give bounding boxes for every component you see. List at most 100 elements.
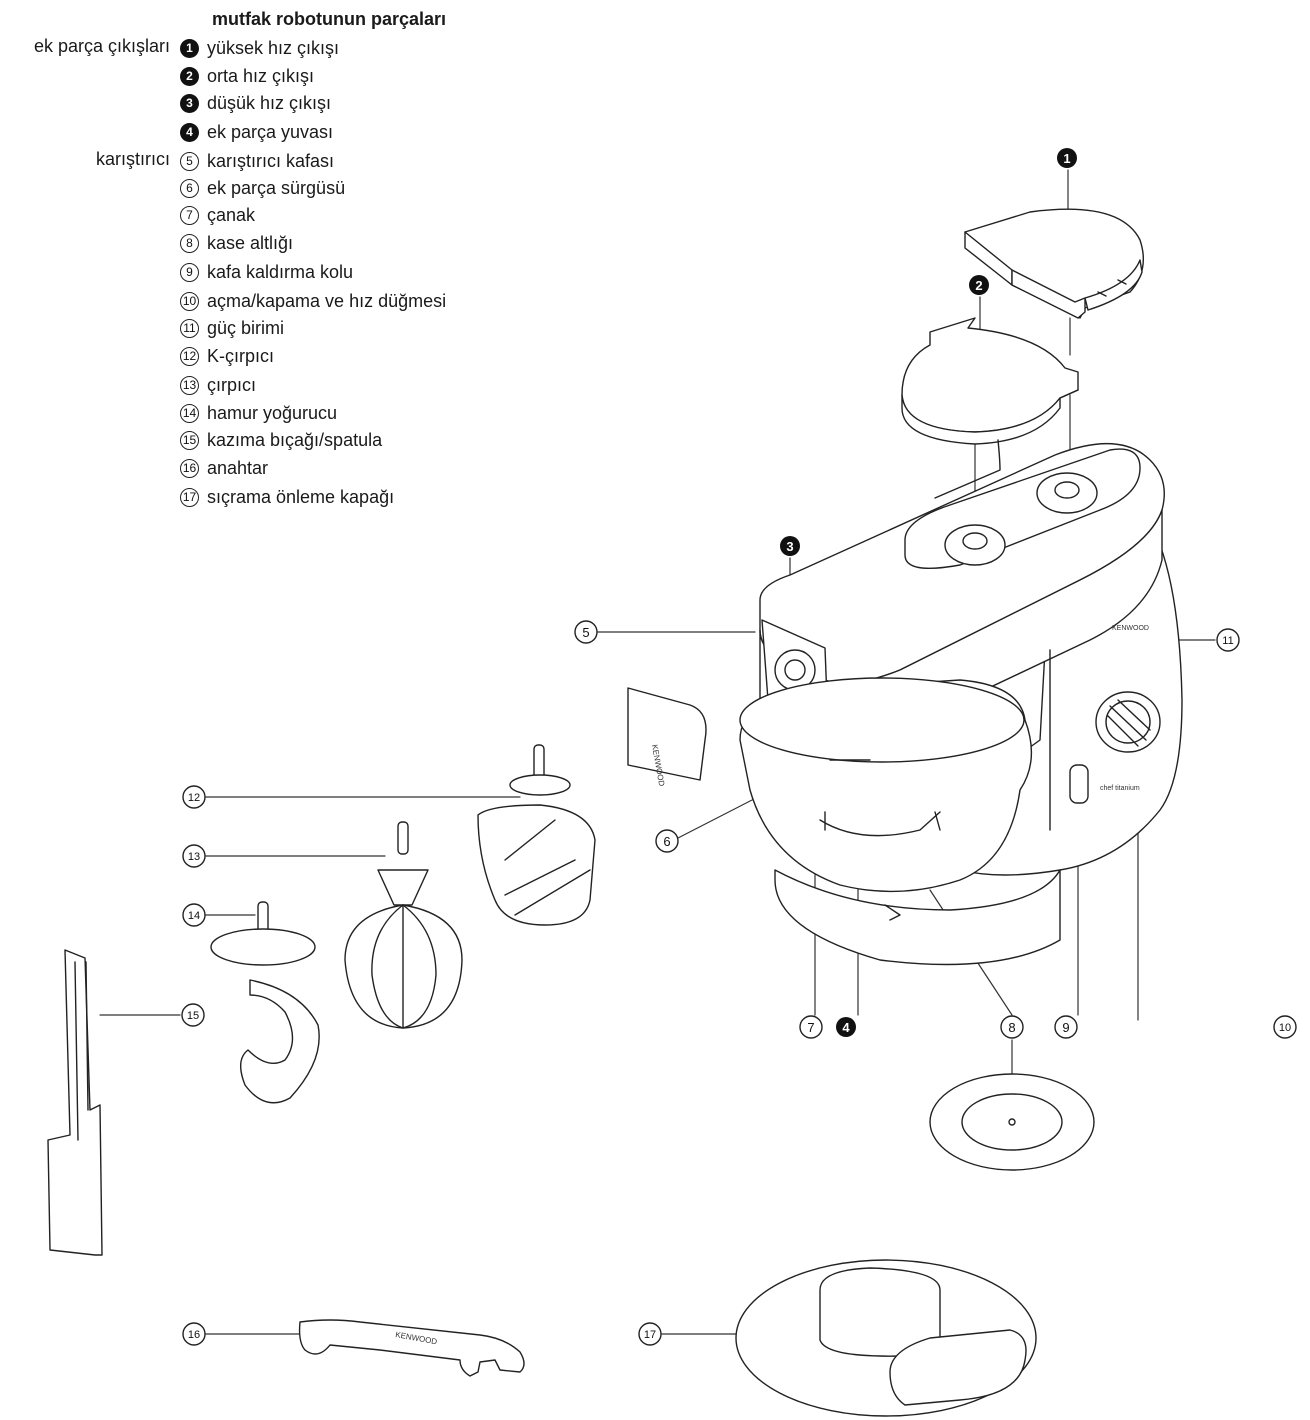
list-item: 5 karıştırıcı kafası [180, 149, 334, 173]
callout-16: 16 [182, 1322, 206, 1346]
part-number-badge: 11 [180, 318, 199, 338]
callout-17: 17 [638, 1322, 662, 1346]
list-item: 15 kazıma bıçağı/spatula [180, 428, 382, 452]
part-label: ek parça yuvası [207, 121, 334, 142]
list-item: 11 güç birimi [180, 316, 284, 340]
part-label: orta hız çıkışı [207, 65, 315, 86]
list-item: 3 düşük hız çıkışı [180, 91, 331, 115]
dial-label-text: chef titanium [1100, 785, 1140, 792]
part-label: kazıma bıçağı/spatula [207, 429, 383, 450]
part-number-badge: 6 [180, 178, 199, 198]
list-item: 14 hamur yoğurucu [180, 401, 337, 425]
svg-text:13: 13 [188, 851, 200, 863]
diagram-title: mutfak robotunun parçaları [212, 9, 447, 29]
part-label: anahtar [207, 457, 269, 478]
callout-11: 11 [1216, 628, 1240, 652]
svg-text:8: 8 [1008, 1020, 1015, 1035]
part-number-badge: 14 [180, 403, 199, 423]
svg-text:16: 16 [188, 1329, 200, 1341]
part-number-badge: 17 [180, 487, 199, 507]
callout-15: 15 [181, 1003, 205, 1027]
part-number-badge: 9 [180, 262, 199, 282]
svg-text:10: 10 [1279, 1022, 1291, 1034]
high-speed-outlet-cover [964, 208, 1144, 319]
callout-4: 4 [836, 1017, 856, 1037]
part-label: K-çırpıcı [207, 345, 275, 366]
part-number-badge: 13 [180, 375, 199, 395]
callout-7: 7 [799, 1015, 823, 1039]
part-label: kase altlığı [207, 232, 294, 253]
list-item: 1 yüksek hız çıkışı [180, 36, 339, 60]
svg-text:14: 14 [188, 910, 200, 922]
part-number-badge: 16 [180, 458, 199, 478]
svg-text:5: 5 [582, 625, 589, 640]
svg-text:3: 3 [786, 539, 793, 554]
list-item: 2 orta hız çıkışı [180, 64, 314, 88]
callout-10: 10 [1273, 1015, 1297, 1039]
list-item: 10 açma/kapama ve hız düğmesi [180, 289, 446, 313]
svg-text:2: 2 [975, 278, 982, 293]
part-label: çırpıcı [207, 374, 257, 395]
part-label: sıçrama önleme kapağı [207, 486, 395, 507]
part-label: açma/kapama ve hız düğmesi [207, 290, 447, 311]
svg-text:7: 7 [807, 1020, 814, 1035]
part-number-badge: 8 [180, 233, 199, 253]
svg-text:12: 12 [188, 792, 200, 804]
part-label: hamur yoğurucu [207, 402, 338, 423]
part-number-badge: 7 [180, 205, 199, 225]
callout-12: 12 [182, 785, 206, 809]
medium-speed-outlet-cover [901, 317, 1079, 445]
svg-text:17: 17 [644, 1329, 656, 1341]
bowl-base-plate [929, 1073, 1095, 1171]
part-label: çanak [207, 204, 256, 225]
svg-text:4: 4 [842, 1020, 850, 1035]
callout-13: 13 [182, 844, 206, 868]
callout-8: 8 [1000, 1015, 1024, 1039]
k-beater [477, 744, 596, 926]
callout-14: 14 [182, 903, 206, 927]
callout-1: 1 [1057, 148, 1077, 168]
svg-text:1: 1 [1063, 151, 1070, 166]
part-label: düşük hız çıkışı [207, 92, 332, 113]
list-item: 8 kase altlığı [180, 231, 293, 255]
part-label: kafa kaldırma kolu [207, 261, 354, 282]
bowl [739, 677, 1033, 893]
list-item: 4 ek parça yuvası [180, 120, 333, 144]
group-label-mixer: karıştırıcı [95, 149, 170, 169]
callout-5: 5 [574, 620, 598, 644]
part-label: güç birimi [207, 317, 285, 338]
part-number-badge: 15 [180, 430, 199, 450]
part-number-badge: 2 [180, 66, 199, 86]
callout-6: 6 [655, 829, 679, 853]
list-item: 16 anahtar [180, 456, 268, 480]
part-label: karıştırıcı kafası [207, 150, 335, 171]
part-number-badge: 1 [180, 38, 199, 58]
group-label-outlets: ek parça çıkışları [33, 36, 170, 56]
dough-hook [210, 901, 320, 1104]
part-number-badge: 5 [180, 151, 199, 171]
callout-2: 2 [969, 275, 989, 295]
list-item: 13 çırpıcı [180, 373, 256, 397]
part-number-badge: 10 [180, 291, 199, 311]
part-number-badge: 3 [180, 93, 199, 113]
list-item: 9 kafa kaldırma kolu [180, 260, 353, 284]
outlet-cap: KENWOOD [627, 687, 707, 787]
part-label: yüksek hız çıkışı [207, 37, 340, 58]
svg-text:15: 15 [187, 1010, 199, 1022]
svg-text:11: 11 [1222, 635, 1233, 647]
splash-guard [735, 1259, 1037, 1417]
part-label: ek parça sürgüsü [207, 177, 346, 198]
bowl-base [774, 869, 1061, 966]
balloon-whisk [344, 821, 463, 1029]
spatula [47, 949, 103, 1256]
svg-text:6: 6 [663, 834, 670, 849]
part-number-badge: 4 [180, 122, 199, 142]
list-item: 7 çanak [180, 203, 255, 227]
parts-list: mutfak robotunun parçaları ek parça çıkı… [0, 0, 560, 520]
top-outlet-sockets [944, 472, 1098, 566]
list-item: 6 ek parça sürgüsü [180, 176, 345, 200]
body-brand-text: KENWOOD [1112, 625, 1149, 632]
callout-9: 9 [1054, 1015, 1078, 1039]
